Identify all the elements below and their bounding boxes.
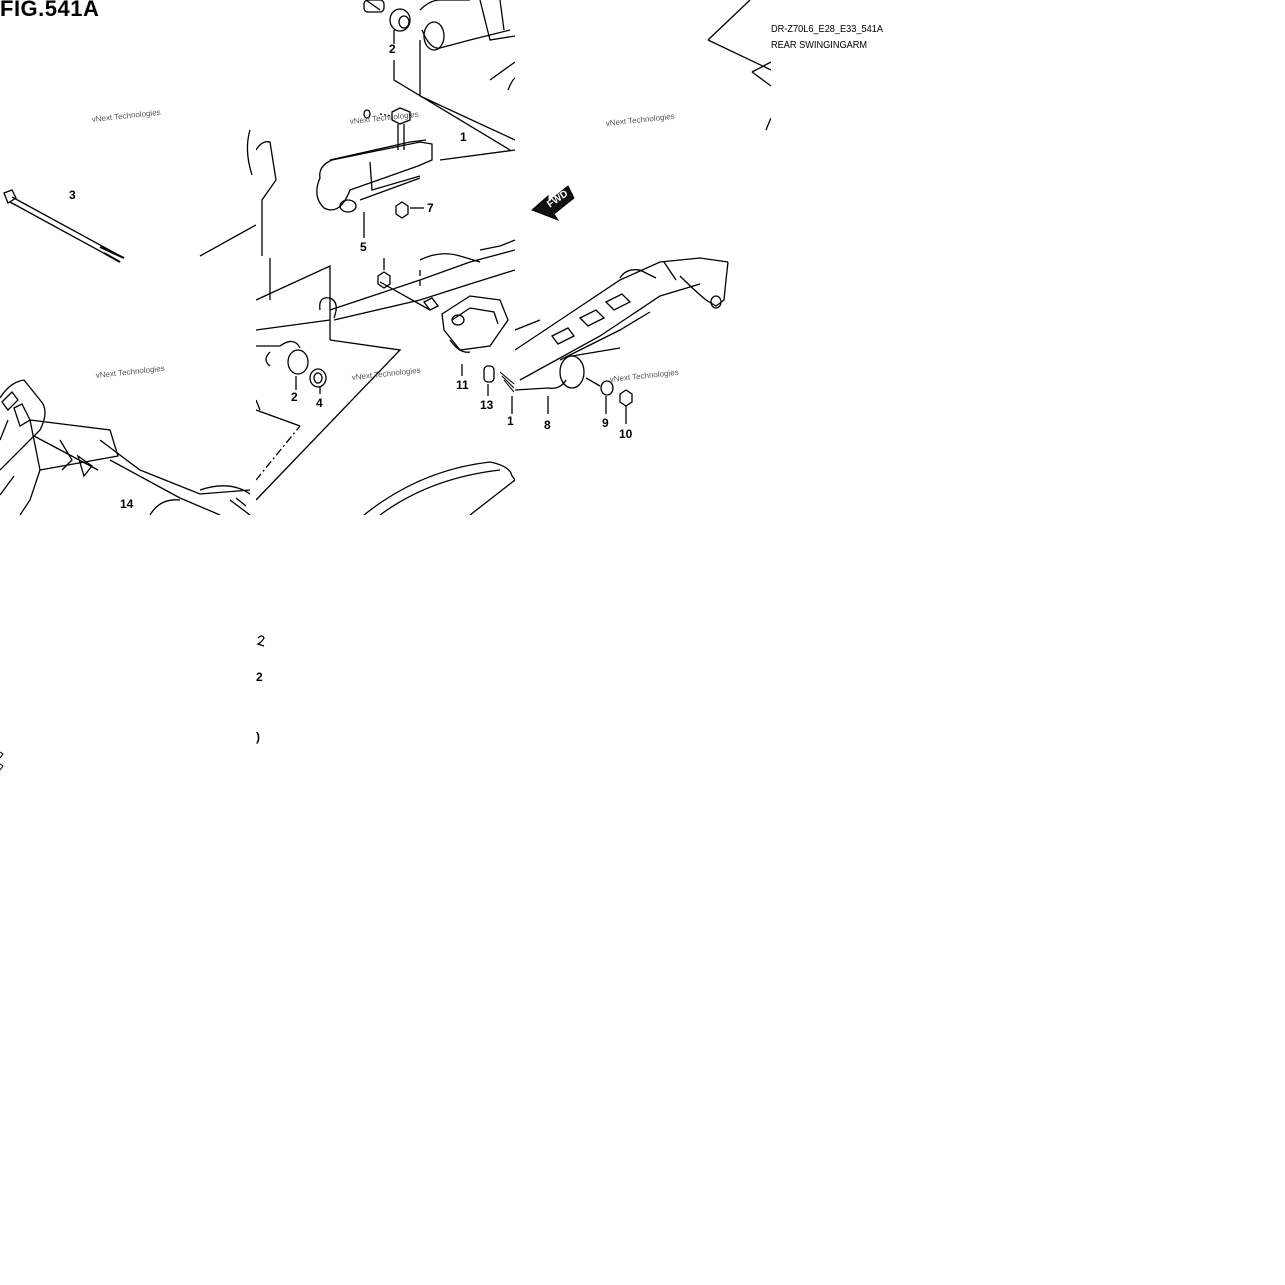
callout-1-cut: 1 [507,414,514,428]
callout-8: 8 [544,418,551,432]
figure-title: FIG.541A [0,0,100,21]
swingarm-lower [256,239,515,501]
figure-name: REAR SWINGINGARM [771,40,868,51]
callout-13: 13 [480,398,494,412]
swingarm-top [363,0,515,161]
callout-4: 4 [316,396,323,410]
callout-fragment: ) [256,730,260,744]
callout-1: 1 [460,130,467,144]
chain-adjuster [316,139,433,213]
fwd-arrow: FWD [531,185,575,222]
watermark-text: vNext Technologies [351,366,421,382]
bolt-shaft [3,189,125,263]
watermark-text: vNext Technologies [605,112,675,128]
callout-5: 5 [360,240,367,254]
watermark-text: vNext Technologies [91,108,161,124]
callout-9: 9 [602,416,609,430]
swingarm-main [515,257,729,391]
watermark-text: vNext Technologies [95,364,165,380]
chain-guide [441,295,509,353]
frame-body [0,379,251,515]
callout-3: 3 [69,188,76,202]
middle-tile [256,0,515,515]
callout-2-fragment: 2 [256,670,263,684]
figure-code: DR-Z70L6_E28_E33_541A [771,24,884,35]
callout-2-top: 2 [389,42,396,56]
callout-7: 7 [427,201,434,215]
callout-11: 11 [456,378,469,392]
right-tile [515,0,771,424]
callout-2-bottom: 2 [291,390,298,404]
callout-10: 10 [619,427,633,441]
left-tile [0,129,256,515]
callout-14: 14 [120,497,134,511]
watermark-text: vNext Technologies [349,110,419,126]
watermark-text: vNext Technologies [609,368,679,384]
callouts: 1 2 3 4 5 7 8 9 10 11 13 14 2 1 2 ) [69,42,633,744]
